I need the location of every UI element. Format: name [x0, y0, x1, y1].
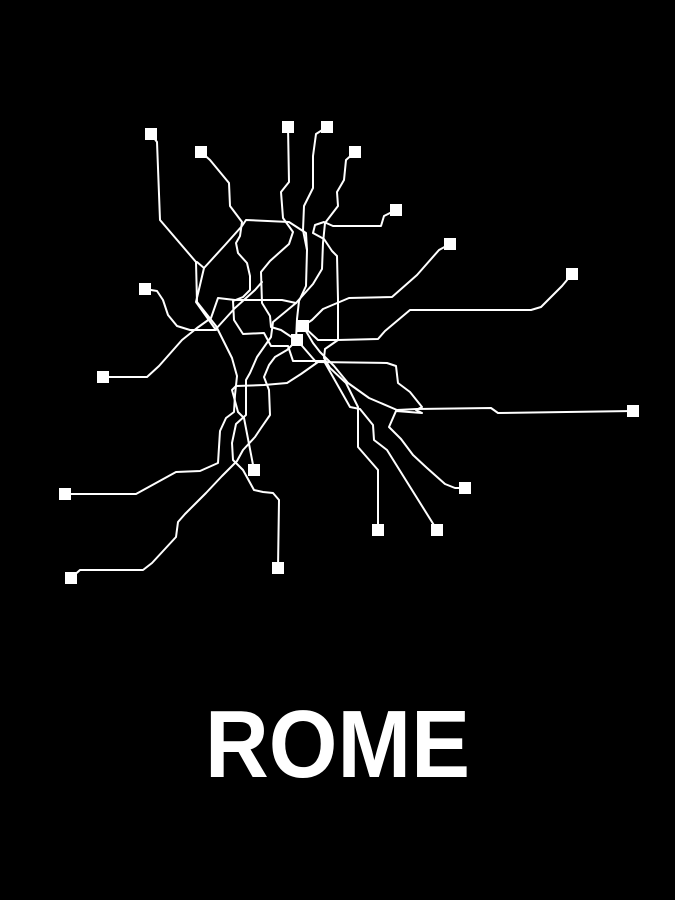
station-marker [97, 371, 109, 383]
transit-line-g [302, 243, 451, 327]
station-marker [195, 146, 207, 158]
station-marker [390, 204, 402, 216]
station-marker [444, 238, 456, 250]
transit-line-e [231, 151, 356, 569]
station-marker [349, 146, 361, 158]
terminal-stations [59, 121, 639, 584]
station-marker [566, 268, 578, 280]
station-marker [65, 572, 77, 584]
transit-lines [64, 126, 634, 579]
transit-line-c [260, 126, 297, 341]
station-marker [145, 128, 157, 140]
station-marker [272, 562, 284, 574]
station-marker [59, 488, 71, 500]
station-marker [372, 524, 384, 536]
station-marker [139, 283, 151, 295]
station-marker [291, 334, 303, 346]
city-title: ROME [205, 691, 470, 798]
transit-line-f [312, 209, 397, 531]
station-marker [282, 121, 294, 133]
transit-line-d [295, 126, 328, 341]
transit-line-a [64, 133, 238, 495]
transit-line-q [231, 385, 255, 471]
transit-line-j [102, 297, 297, 378]
station-marker [248, 464, 260, 476]
station-marker [627, 405, 639, 417]
transit-line-k [70, 339, 298, 579]
transit-line-l [302, 325, 634, 414]
station-marker [321, 121, 333, 133]
transit-line-p [195, 261, 217, 331]
transit-line-o [235, 361, 319, 387]
transit-line-n [203, 219, 308, 269]
station-marker [297, 320, 309, 332]
transit-line-m [296, 339, 466, 489]
transit-line-h [302, 273, 573, 341]
station-marker [431, 524, 443, 536]
station-marker [459, 482, 471, 494]
